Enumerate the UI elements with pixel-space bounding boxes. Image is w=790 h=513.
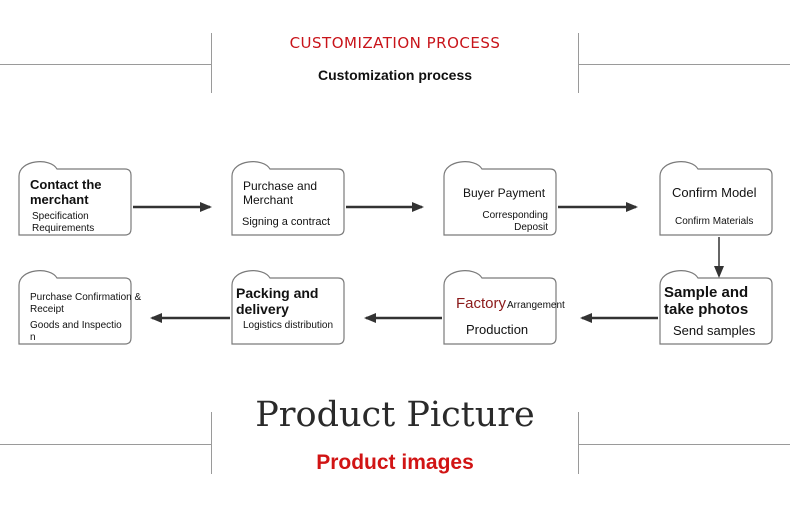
step-box-4 xyxy=(659,161,773,236)
header-bracket-left xyxy=(211,33,212,93)
step-box-6 xyxy=(443,270,557,345)
step-5-title: Sample and take photos xyxy=(664,284,749,319)
step-2-detail: Signing a contract xyxy=(242,216,331,228)
header-rule-left xyxy=(0,64,211,65)
header-rule-right xyxy=(578,64,790,65)
step-5-detail: Send samples xyxy=(673,323,756,338)
step-7-title: Packing and delivery xyxy=(236,285,319,318)
footer-rule-left xyxy=(0,444,211,445)
step-7-detail: Logistics distribution xyxy=(243,320,334,331)
step-2-title: Purchase and Merchant xyxy=(243,179,318,207)
step-box-2 xyxy=(231,161,345,236)
step-4-detail: Confirm Materials xyxy=(675,216,754,227)
product-images-subtitle: Product images xyxy=(316,451,474,474)
step-1-title: Contact the merchant xyxy=(30,177,102,207)
footer-rule-right xyxy=(578,444,790,445)
process-subtitle: Customization process xyxy=(317,67,473,83)
step-8-title: Purchase Confirmation & Receipt xyxy=(30,292,142,315)
product-picture-title: Product Picture xyxy=(255,395,535,435)
step-3-detail: Corresponding Deposit xyxy=(482,210,548,233)
step-4-title: Confirm Model xyxy=(672,185,757,200)
step-8-detail: Goods and Inspection xyxy=(30,320,122,343)
step-box-8 xyxy=(18,270,132,345)
step-3-title: Buyer Payment xyxy=(463,186,546,200)
step-box-1 xyxy=(18,161,132,236)
step-1-detail: Specification Requirements xyxy=(32,211,95,234)
header-bracket-right xyxy=(578,33,579,93)
step-box-3 xyxy=(443,161,557,236)
step-6-title-suffix: Arrangement xyxy=(507,300,565,311)
step-box-5 xyxy=(659,270,773,345)
step-6-detail: Production xyxy=(466,322,529,337)
footer-bracket-right xyxy=(578,412,579,474)
step-6-title: Factory xyxy=(456,295,507,312)
footer-bracket-left xyxy=(211,412,212,474)
step-box-7 xyxy=(231,270,345,345)
process-title: CUSTOMIZATION PROCESS xyxy=(289,34,501,52)
